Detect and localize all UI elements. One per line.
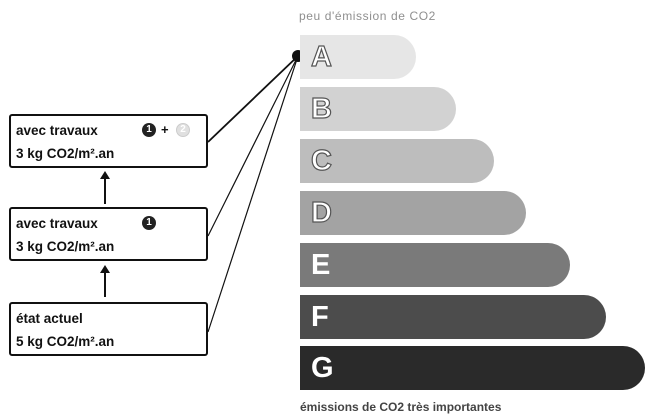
work-1-icon: 1: [142, 216, 156, 230]
scale-bar-letter: E: [311, 248, 331, 281]
arrow-up-icon: [100, 265, 110, 297]
state-title: avec travaux: [16, 123, 98, 138]
state-box-actuel: état actuel 5 kg CO2/m².an: [9, 302, 208, 356]
state-value: 3 kg CO2/m².an: [16, 239, 115, 254]
scale-bar-f: F: [300, 295, 606, 339]
state-value: 3 kg CO2/m².an: [16, 146, 115, 161]
scale-bar-letter: B: [310, 92, 332, 125]
state-box-travaux-combo: avec travaux 1 + 2 3 kg CO2/m².an: [9, 114, 208, 168]
scale-bar-g: G: [300, 346, 645, 390]
work-1-icon: 1: [142, 123, 156, 137]
connector-line-travaux-1: [207, 55, 299, 237]
connector-line-travaux-combo: [207, 55, 299, 143]
state-value: 5 kg CO2/m².an: [16, 334, 115, 349]
arrow-up-icon: [100, 171, 110, 204]
scale-bar-letter: C: [310, 144, 332, 177]
connector-line-actuel: [207, 55, 299, 333]
scale-bar-letter: A: [310, 40, 332, 73]
state-title: avec travaux: [16, 216, 98, 231]
state-box-travaux-1: avec travaux 1 3 kg CO2/m².an: [9, 207, 208, 261]
caption-low-emission: peu d'émission de CO2: [299, 9, 436, 23]
work-2-icon: 2: [176, 123, 190, 137]
scale-bar-letter: D: [310, 196, 332, 229]
scale-bar-c: C: [300, 139, 494, 183]
scale-bar-e: E: [300, 243, 570, 287]
scale-bar-letter: F: [311, 300, 329, 333]
scale-bar-letter: G: [311, 351, 334, 384]
state-title: état actuel: [16, 311, 83, 326]
plus-sign: +: [161, 122, 169, 137]
scale-bar-b: B: [300, 87, 456, 131]
caption-high-emission: émissions de CO2 très importantes: [300, 400, 502, 414]
scale-bar-d: D: [300, 191, 526, 235]
scale-bar-a: A: [300, 35, 416, 79]
